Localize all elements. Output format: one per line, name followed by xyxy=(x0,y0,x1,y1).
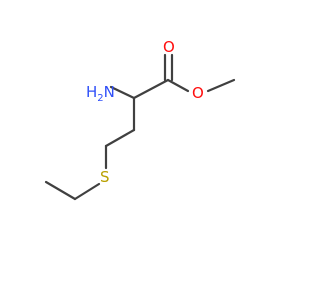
ester-oxygen-label: O xyxy=(192,84,204,102)
bond-c-c-carbonyl xyxy=(132,78,170,100)
bond-s-c xyxy=(73,182,101,201)
atom-label-layer: H2N O O S xyxy=(86,38,204,186)
molecule-diagram: H2N O O S xyxy=(44,38,236,201)
amine-nitrogen: N xyxy=(104,83,115,101)
bond-c-c-chain-2 xyxy=(104,128,136,148)
bond-c-c-ethyl xyxy=(44,180,77,201)
carbonyl-oxygen-label: O xyxy=(163,38,175,56)
bond-layer xyxy=(44,53,236,201)
sulfur-label: S xyxy=(100,168,110,186)
bond-c-n xyxy=(109,85,136,100)
bond-c-o-ester xyxy=(166,78,190,93)
amine-hydrogen-count: 2 xyxy=(97,93,103,104)
amine-label: H2N xyxy=(86,83,115,104)
amine-hydrogen: H xyxy=(86,83,97,101)
bond-o-methyl xyxy=(206,78,236,93)
structure-svg: H2N O O S xyxy=(44,38,236,201)
